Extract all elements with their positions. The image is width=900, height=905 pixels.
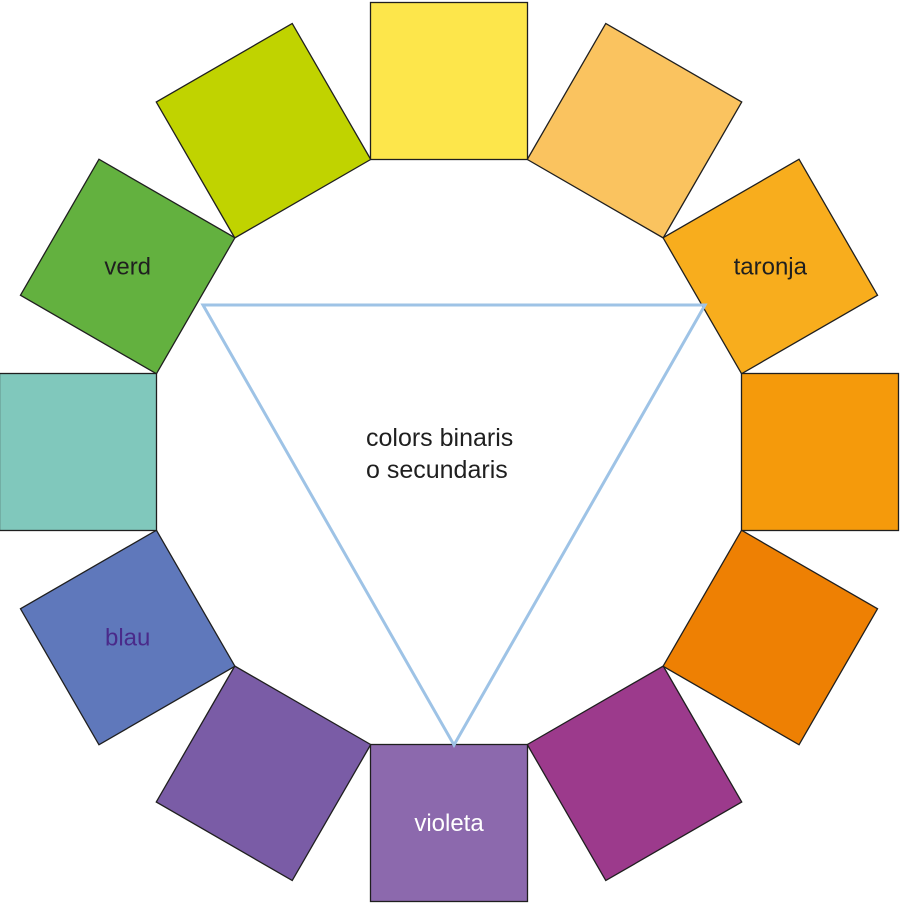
swatch-label-verd: verd bbox=[104, 254, 151, 281]
swatch-label-blau: blau bbox=[105, 625, 150, 652]
swatch-square bbox=[662, 529, 879, 746]
swatch-11 bbox=[155, 22, 372, 239]
swatch-9 bbox=[0, 372, 158, 532]
center-label-line2: o secundaris bbox=[366, 456, 508, 484]
swatch-10 bbox=[19, 158, 236, 375]
swatch-0 bbox=[369, 1, 529, 161]
swatch-7 bbox=[155, 665, 372, 882]
swatch-square bbox=[19, 529, 236, 746]
swatch-label-violeta: violeta bbox=[414, 810, 484, 837]
secondary-colors-triangle bbox=[200, 303, 708, 749]
swatch-4 bbox=[662, 529, 879, 746]
swatch-square bbox=[369, 1, 529, 161]
swatch-8 bbox=[19, 529, 236, 746]
swatch-square bbox=[526, 22, 743, 239]
swatch-square bbox=[155, 22, 372, 239]
swatch-6 bbox=[369, 743, 529, 903]
swatch-square bbox=[740, 372, 900, 532]
swatch-square bbox=[155, 665, 372, 882]
swatch-square bbox=[0, 372, 158, 532]
swatch-square bbox=[369, 743, 529, 903]
swatch-square bbox=[526, 665, 743, 882]
swatch-3 bbox=[740, 372, 900, 532]
swatch-label-taronja: taronja bbox=[734, 254, 808, 281]
center-label-line1: colors binaris bbox=[366, 424, 513, 452]
swatch-1 bbox=[526, 22, 743, 239]
center-label: colors binaris o secundaris bbox=[366, 424, 520, 484]
swatch-square bbox=[19, 158, 236, 375]
swatch-5 bbox=[526, 665, 743, 882]
